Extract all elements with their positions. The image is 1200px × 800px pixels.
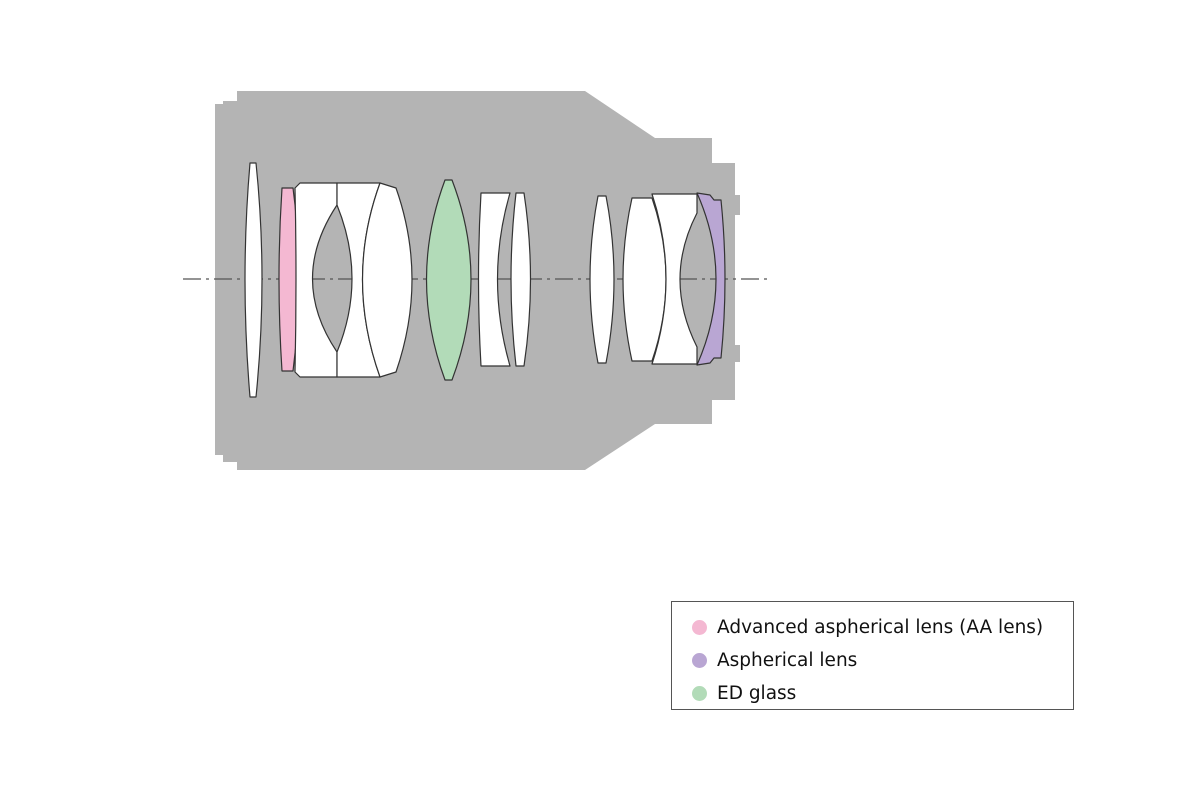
pink-dot-icon — [692, 620, 707, 635]
legend: Advanced aspherical lens (AA lens) Asphe… — [671, 601, 1074, 710]
lens-element-aspherical — [696, 192, 726, 366]
legend-item-ed-glass: ED glass — [672, 677, 1073, 710]
legend-label: Advanced aspherical lens (AA lens) — [717, 617, 1044, 638]
purple-dot-icon — [692, 653, 707, 668]
legend-item-aspherical-lens: Aspherical lens — [672, 644, 1073, 677]
lens-element-8 — [510, 192, 532, 367]
lens-element-9 — [589, 195, 615, 364]
lens-element-ed — [425, 179, 472, 381]
green-dot-icon — [692, 686, 707, 701]
legend-item-aa-lens: Advanced aspherical lens (AA lens) — [672, 611, 1073, 644]
legend-label: Aspherical lens — [717, 650, 858, 671]
lens-element-1 — [244, 162, 263, 398]
lens-element-11 — [651, 193, 698, 365]
lens-element-7 — [477, 192, 511, 367]
lens-element-3 — [294, 182, 338, 378]
lens-element-5 — [361, 182, 413, 378]
legend-label: ED glass — [717, 683, 797, 704]
